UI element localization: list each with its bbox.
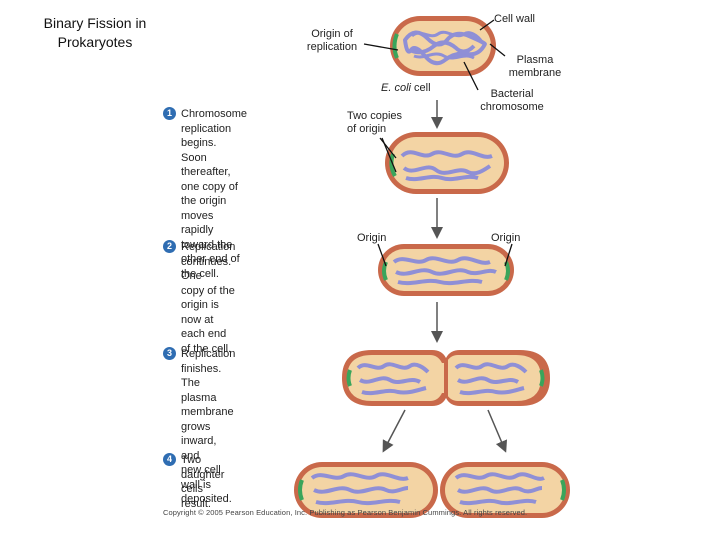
slide-title: Binary Fission in Prokaryotes	[43, 15, 147, 50]
arrow-4-right	[487, 409, 508, 453]
step-badge-1: 1	[163, 107, 176, 120]
leader-origin-of-replication	[363, 43, 399, 51]
chromosome-initial	[403, 30, 487, 66]
label-origin-of-replication: Origin of replication	[306, 28, 358, 53]
step-badge-4: 4	[163, 453, 176, 466]
label-cell-wall: Cell wall	[494, 13, 535, 25]
label-bacterial-chromosome: Bacterial chromosome	[480, 88, 544, 113]
daughter-cell-left	[294, 462, 438, 518]
step-badge-2: 2	[163, 240, 176, 253]
leader-two-copies-a	[379, 137, 397, 159]
chromosome-initial-loops	[410, 30, 484, 60]
label-ecoli-cell: E. coli cell	[381, 82, 431, 94]
label-origin-left: Origin	[357, 232, 387, 244]
cell-step-3	[342, 350, 550, 406]
chromosome-daughter-right	[454, 472, 545, 506]
chromosome-step-2	[392, 256, 497, 286]
leader-cell-wall	[479, 19, 495, 31]
copyright-notice: Copyright © 2005 Pearson Education, Inc.…	[163, 508, 528, 517]
origin-step-3-right	[539, 369, 545, 387]
origin-step-1	[389, 153, 397, 178]
origin-daughter-right	[560, 479, 566, 501]
step-4-text: Two daughter cells result.	[181, 454, 225, 510]
origin-step-3-left	[346, 369, 352, 387]
label-plasma-membrane: Plasma membrane	[508, 54, 562, 79]
leader-plasma-membrane	[489, 43, 506, 57]
cell-step-1	[385, 132, 509, 194]
label-origin-right: Origin	[491, 232, 521, 244]
leader-two-copies-b	[381, 137, 397, 173]
cell-initial	[390, 16, 496, 76]
step-2-text: Replication continues. One copy of the o…	[181, 241, 236, 355]
chromosome-step-3-left	[356, 362, 430, 396]
origin-step-2-right	[504, 261, 510, 281]
leader-origin-right	[504, 243, 513, 267]
leader-bacterial-chromosome	[463, 61, 479, 91]
arrow-4-left	[382, 409, 406, 453]
label-two-copies-of-origin: Two copies of origin	[347, 110, 403, 135]
step-1-text: Chromosome replication begins. Soon ther…	[181, 108, 248, 280]
daughter-cell-right	[440, 462, 570, 518]
chromosome-daughter-left	[310, 472, 409, 506]
origin-daughter-left	[298, 479, 304, 501]
leader-origin-left	[377, 243, 387, 267]
origin-initial	[392, 33, 399, 59]
cell-step-2	[378, 244, 514, 296]
step-3-text: Replication finishes. The plasma membran…	[181, 348, 236, 505]
step-badge-3: 3	[163, 347, 176, 360]
chromosome-step-3-right	[454, 362, 528, 396]
chromosome-step-1	[400, 150, 493, 182]
